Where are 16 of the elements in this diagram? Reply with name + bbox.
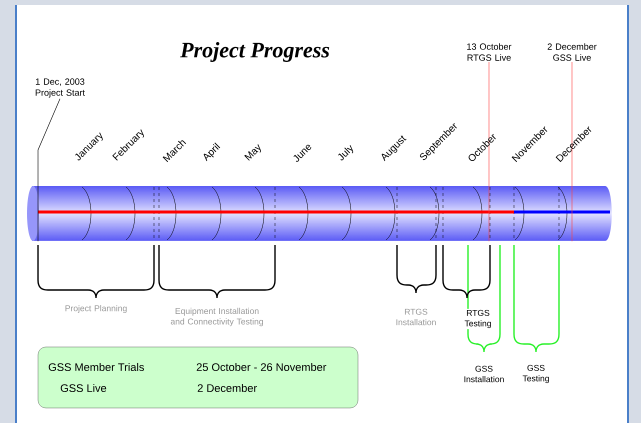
phase-label: Project Planning [66, 305, 127, 313]
summary-box: GSS Member Trials 25 October - 26 November GSS Live 2 December [38, 346, 358, 408]
milestone-label: 1 Dec, 2003 Project Start [36, 78, 85, 98]
phase-label: Equipment Installation and Connectivity Testing [170, 308, 263, 326]
timeline-cylinder [27, 186, 610, 241]
title: Project Progress [180, 42, 330, 62]
phase-label: RTGS Installation [396, 308, 436, 326]
month-label: May [244, 144, 261, 161]
milestone-label: 13 October RTGS Live [467, 43, 512, 61]
phase-label: RTGS Testing [460, 308, 496, 330]
phase-label: GSS Testing [522, 364, 549, 384]
leader-line [38, 98, 60, 242]
leader-line [488, 62, 490, 242]
month-label: July [338, 144, 354, 160]
milestone-label: 2 December GSS Live [548, 43, 597, 61]
phase-label: GSS Installation [464, 366, 504, 382]
